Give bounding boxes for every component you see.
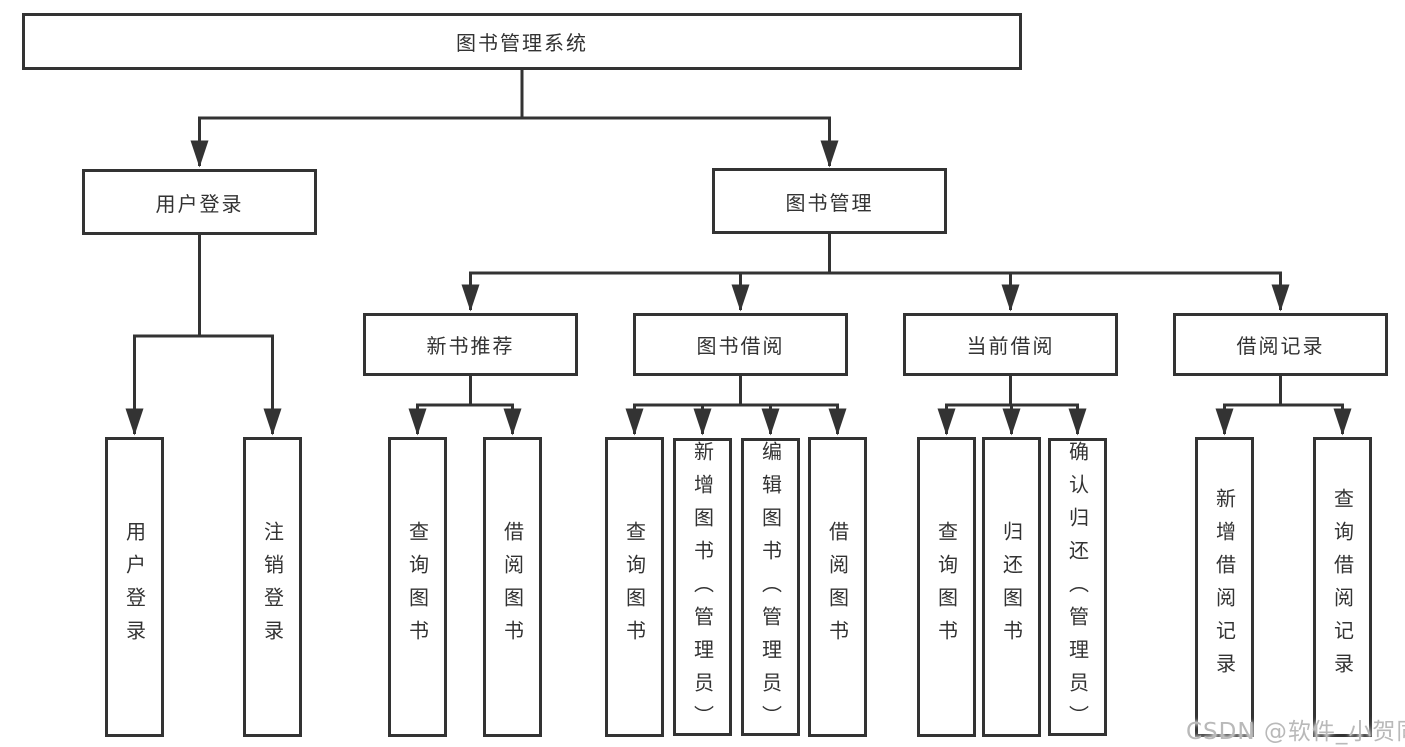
leaf-borrow-books-recommend: 借阅图书 xyxy=(483,437,542,737)
node-current-borrowing: 当前借阅 xyxy=(903,313,1118,376)
leaf-query-books-borrow: 查询图书 xyxy=(605,437,664,737)
leaf-query-borrow-record: 查询借阅记录 xyxy=(1313,437,1372,737)
leaf-logout: 注销登录 xyxy=(243,437,302,737)
leaf-add-books-admin: 新增图书（管理员） xyxy=(673,438,732,738)
leaf-confirm-return-admin: 确认归还（管理员） xyxy=(1048,438,1107,738)
leaf-query-books-recommend: 查询图书 xyxy=(388,437,447,737)
node-book-management-group: 图书管理 xyxy=(712,168,947,234)
node-new-book-recommendation: 新书推荐 xyxy=(363,313,578,376)
node-user-login-group: 用户登录 xyxy=(82,169,317,235)
leaf-user-login: 用户登录 xyxy=(105,437,164,737)
leaf-return-books: 归还图书 xyxy=(982,437,1041,737)
leaf-borrow-books: 借阅图书 xyxy=(808,437,867,737)
leaf-add-borrow-record: 新增借阅记录 xyxy=(1195,437,1254,737)
leaf-edit-books-admin: 编辑图书（管理员） xyxy=(741,438,800,738)
csdn-watermark: CSDN @软件_小贺同学 xyxy=(1186,719,1405,745)
leaf-query-books-current: 查询图书 xyxy=(917,437,976,737)
node-borrowing-records: 借阅记录 xyxy=(1173,313,1388,376)
node-book-borrowing: 图书借阅 xyxy=(633,313,848,376)
node-library-management-system: 图书管理系统 xyxy=(22,13,1022,70)
